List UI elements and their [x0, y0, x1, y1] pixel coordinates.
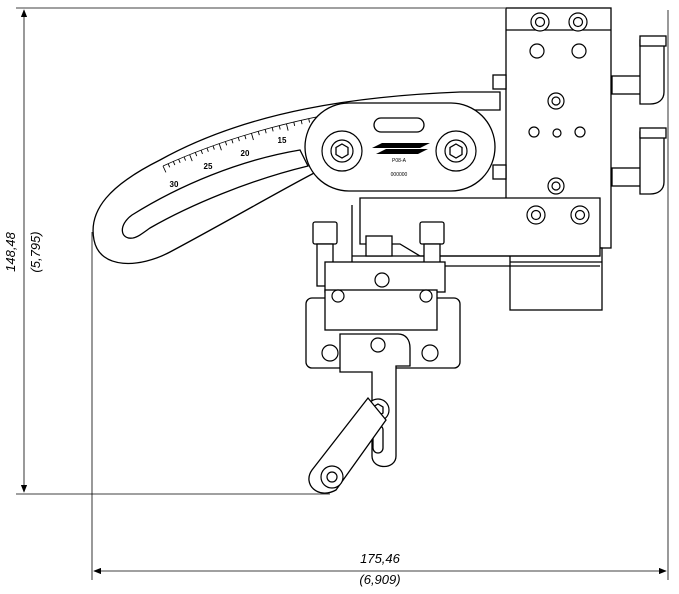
scale-tick: [212, 145, 215, 150]
logo-swoosh: [372, 143, 430, 148]
scale-tick: [172, 161, 176, 166]
scale-label-15: 15: [278, 136, 287, 145]
height-dimension: 148,48 (5,795): [3, 7, 505, 495]
scale-label-30: 30: [170, 180, 179, 189]
scale-tick: [162, 165, 167, 173]
left-hex-socket-icon: [335, 143, 349, 159]
scale-tick: [224, 141, 228, 146]
mount-hole-ml: [529, 43, 545, 59]
clamp-plate: P08-A 000000: [304, 102, 496, 192]
mount-hole-tl-inner: [534, 16, 546, 28]
mount-hole-mr: [571, 43, 587, 59]
model-label: P08-A: [392, 158, 407, 164]
scale-label-20: 20: [241, 149, 250, 158]
serial-label: 000000: [391, 172, 408, 178]
scale-tick: [257, 131, 260, 136]
left-bolt-head: [330, 139, 354, 163]
scale-tick: [231, 139, 234, 144]
scale-tick: [200, 150, 203, 155]
scale-label-25: 25: [204, 162, 213, 171]
cylinder-body: [492, 7, 612, 311]
width-mm-label: 175,46: [360, 551, 401, 566]
clip-lower: [492, 164, 507, 180]
fitting-upper-elbow: [639, 39, 665, 105]
clip-upper: [492, 74, 507, 90]
scale-tick: [286, 123, 289, 131]
small-hole-l: [528, 126, 540, 138]
knob-right: [419, 221, 445, 245]
pivot-hole-r: [421, 344, 439, 362]
right-hex-socket-icon: [449, 143, 463, 159]
clamp-head: [305, 221, 461, 494]
right-bolt-head: [444, 139, 468, 163]
scale-tick: [271, 127, 274, 132]
link-upper-pin: [370, 337, 386, 353]
center-hole-bottom-inner: [551, 181, 561, 191]
link-bracket-body: [359, 197, 601, 257]
center-hole-top-inner: [551, 96, 561, 106]
scale-tick: [183, 156, 186, 161]
scale-tick: [293, 121, 296, 127]
head-screw-c: [374, 272, 390, 288]
scale-tick: [194, 152, 198, 157]
scale-tick: [278, 125, 281, 130]
fitting-upper-cap: [639, 35, 667, 47]
scale-tick: [206, 147, 209, 152]
knob-left: [312, 221, 338, 245]
zero-indicator-window: [373, 117, 425, 133]
width-in-label: (6,909): [359, 572, 400, 587]
clamp-arm-tip-inner: [326, 471, 338, 483]
arm-slot: [121, 149, 309, 239]
scale-tick: [237, 137, 240, 142]
scale-tick: [308, 118, 310, 123]
bracket-bolt-l-inner: [530, 209, 542, 221]
width-dimension: 175,46 (6,909): [91, 10, 669, 587]
scale-tick: [218, 143, 222, 151]
air-fitting-lower: [611, 127, 667, 195]
scale-tick: [300, 120, 303, 125]
height-in-label: (5,795): [28, 231, 43, 272]
pivot-hole-l: [321, 344, 339, 362]
scale-tick: [189, 154, 193, 162]
scale-tick: [251, 133, 254, 141]
small-hole-r: [574, 126, 586, 138]
center-post: [365, 235, 393, 257]
head-screw-r: [419, 289, 433, 303]
bracket-bolt-r-inner: [574, 209, 586, 221]
logo-mark: [372, 143, 430, 154]
head-screw-l: [331, 289, 345, 303]
fitting-lower-cap: [639, 127, 667, 139]
cylinder-extension: [509, 247, 603, 311]
fitting-lower-elbow: [639, 131, 665, 195]
scale-tick: [178, 158, 181, 164]
small-hole-c: [552, 128, 562, 138]
arm-body: [92, 91, 501, 265]
scale-tick: [244, 135, 247, 140]
scale-tick: [167, 163, 171, 168]
air-fitting-upper: [611, 35, 667, 105]
height-mm-label: 148,48: [3, 231, 18, 272]
logo-swoosh-lower: [376, 149, 428, 154]
mount-hole-tr-inner: [572, 16, 584, 28]
scale-tick: [264, 129, 267, 134]
